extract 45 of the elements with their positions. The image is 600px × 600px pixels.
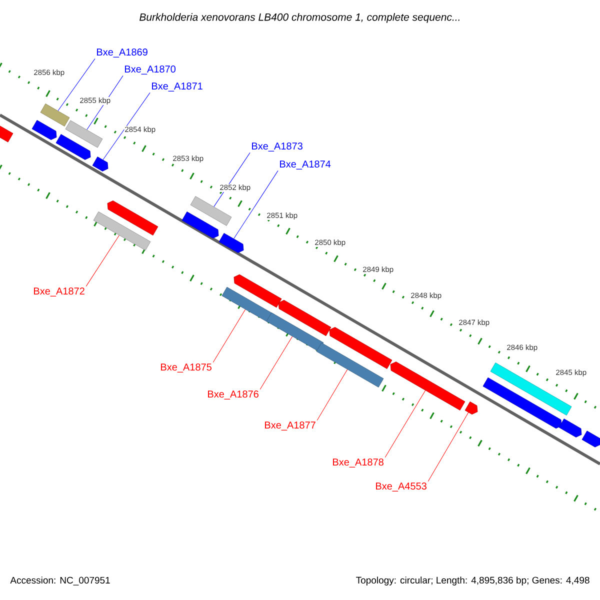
gene-label: Bxe_A1873 [252, 142, 302, 152]
gene-block [582, 430, 600, 448]
gene-block [390, 362, 466, 410]
gene-block [316, 342, 384, 388]
leader-line [428, 412, 469, 482]
gene-block [107, 200, 158, 236]
gene-block [92, 156, 108, 172]
gene-label: Bxe_A1877 [265, 422, 316, 430]
gene-block [32, 120, 57, 140]
gene-block [40, 104, 70, 126]
gene-block [464, 401, 478, 415]
leader-line [260, 336, 293, 390]
gene-block [482, 377, 562, 429]
gene-block [234, 274, 282, 308]
leader-line [86, 235, 120, 287]
leader-line [384, 390, 426, 458]
gene-label: Bxe_A1870 [125, 66, 176, 74]
gene-label: Bxe_A1874 [280, 160, 331, 170]
footer-text: Accession: NC_007951 [10, 576, 110, 586]
title: Burkholderia xenovorans LB400 chromosome 1, complete sequenc... [140, 13, 460, 23]
gene-label: Bxe_A4553 [376, 482, 426, 492]
gene-block [329, 327, 392, 369]
leader-line [316, 369, 348, 421]
gene-label: Bxe_A1876 [208, 390, 258, 400]
gene-label: Bxe_A1871 [152, 82, 202, 92]
gene-block [56, 134, 91, 160]
gene-label: Bxe_A1872 [34, 288, 84, 296]
leader-line [58, 58, 96, 111]
gene-block [558, 418, 582, 438]
gene-block [182, 212, 219, 238]
footer-text: Topology: circular; Length: 4,895,836 bp; Genes: 4,498 [356, 576, 590, 586]
gene-label: Bxe_A1869 [97, 48, 148, 58]
gene-block [0, 126, 14, 142]
gene-block [218, 233, 244, 253]
gene-block [266, 312, 324, 352]
gene-label: Bxe_A1878 [333, 458, 384, 468]
gene-block [490, 362, 572, 416]
gene-block [93, 211, 151, 251]
gene-block [190, 196, 232, 226]
leader-line [212, 309, 246, 363]
gene-label: Bxe_A1875 [161, 364, 212, 372]
leader-line [102, 92, 150, 160]
leader-line [234, 170, 278, 239]
gene-block [278, 300, 332, 336]
gene-block [65, 120, 103, 148]
